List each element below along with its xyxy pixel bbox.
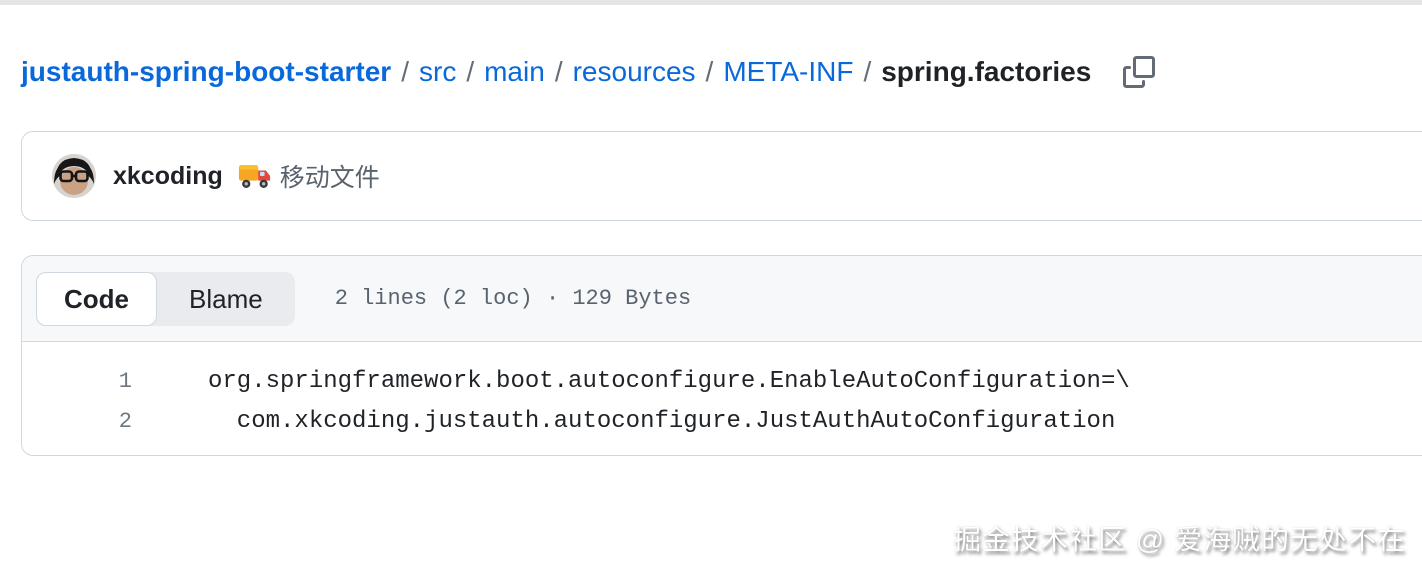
breadcrumb-link-main[interactable]: main <box>484 56 545 87</box>
avatar[interactable] <box>52 154 96 198</box>
delivery-truck-icon <box>238 163 271 190</box>
file-view-header: Code Blame 2 lines (2 loc) · 129 Bytes <box>22 256 1422 342</box>
code-listing: 1 org.springframework.boot.autoconfigure… <box>22 342 1422 442</box>
commit-author-link[interactable]: xkcoding <box>113 161 223 190</box>
top-toolbar-edge <box>0 0 1422 5</box>
breadcrumb-separator: / <box>863 56 872 87</box>
commit-message-link[interactable]: 移动文件 <box>279 164 380 192</box>
latest-commit-card: xkcoding 移动文件 <box>21 131 1422 221</box>
copy-path-button[interactable] <box>1117 50 1161 94</box>
watermark-text: 掘金技术社区 @ 爱海贼的无处不在 <box>953 524 1406 555</box>
breadcrumb-link-src[interactable]: src <box>419 56 457 87</box>
breadcrumb-link-resources[interactable]: resources <box>572 56 696 87</box>
tab-blame[interactable]: Blame <box>157 272 295 326</box>
breadcrumb-current-file: spring.factories <box>881 56 1092 87</box>
breadcrumb-link-meta-inf[interactable]: META-INF <box>723 56 854 87</box>
file-view-card: Code Blame 2 lines (2 loc) · 129 Bytes 1… <box>21 255 1422 456</box>
breadcrumb-separator: / <box>554 56 563 87</box>
copy-icon <box>1123 56 1156 88</box>
breadcrumb-separator: / <box>705 56 714 87</box>
line-number[interactable]: 2 <box>118 409 132 434</box>
breadcrumb-repo-link[interactable]: justauth-spring-boot-starter <box>21 56 392 87</box>
breadcrumb-separator: / <box>401 56 409 87</box>
file-meta-info: 2 lines (2 loc) · 129 Bytes <box>334 286 692 311</box>
tab-code[interactable]: Code <box>36 271 157 326</box>
code-line-row: 2 com.xkcoding.justauth.autoconfigure.Ju… <box>22 402 1422 442</box>
line-number[interactable]: 1 <box>118 369 132 394</box>
code-line-text: com.xkcoding.justauth.autoconfigure.Just… <box>208 408 1116 435</box>
code-blame-segmented-control: Code Blame <box>36 271 295 326</box>
code-line-row: 1 org.springframework.boot.autoconfigure… <box>22 362 1422 402</box>
breadcrumb-separator: / <box>466 56 475 87</box>
breadcrumb: justauth-spring-boot-starter / src / mai… <box>21 50 1402 94</box>
code-line-text: org.springframework.boot.autoconfigure.E… <box>208 368 1130 395</box>
